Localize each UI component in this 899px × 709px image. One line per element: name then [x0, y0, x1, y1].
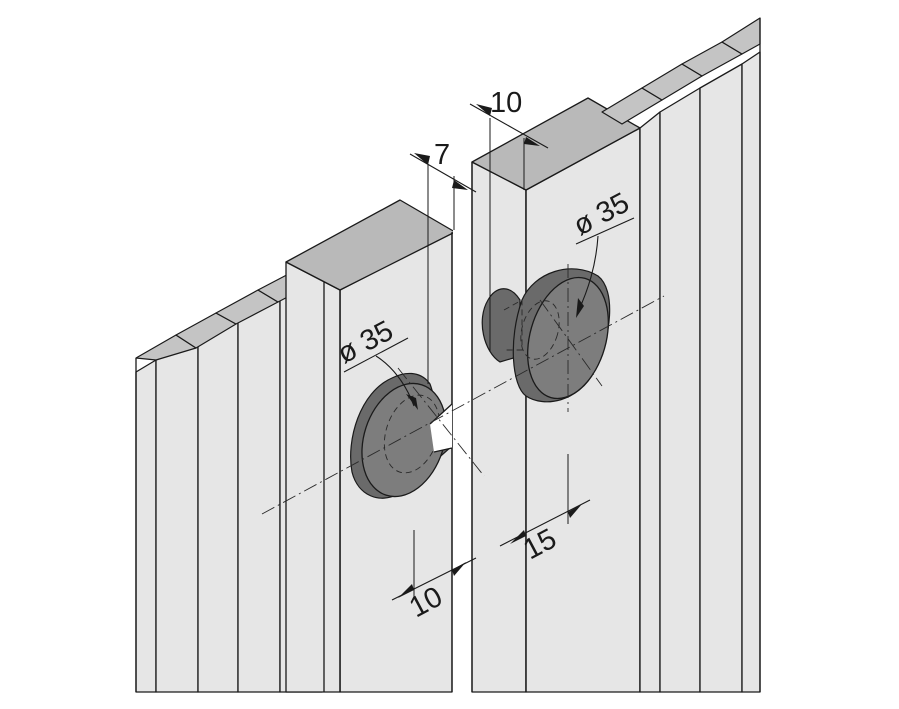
door-gap — [453, 150, 472, 695]
dimension-gap-label: 7 — [434, 139, 450, 171]
left-door — [285, 199, 456, 693]
centre-lines — [261, 264, 665, 515]
left-hinge-bore — [350, 372, 453, 499]
dimension-door-offset-label: 10 — [490, 87, 522, 119]
dimension-door-offset: 10 — [469, 87, 549, 352]
right-cabinet-side — [601, 17, 761, 693]
dimension-gap: 7 — [409, 139, 477, 384]
